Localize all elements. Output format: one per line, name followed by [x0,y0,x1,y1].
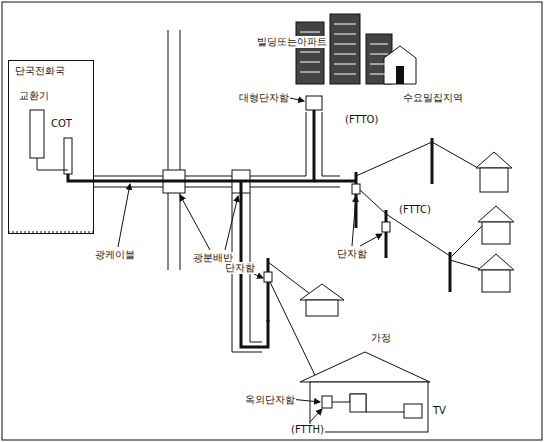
building-label: 빌딩또는아파트 [256,36,328,48]
ftth-label: (FTTH) [290,424,325,436]
office-box: 단국전화국 [8,60,94,234]
switch-label: 교환기 [18,90,50,102]
area-label: 수요밀집지역 [402,92,464,104]
cot-label: COT [50,118,73,130]
cable-label: 광케이블 [94,249,136,261]
outdoor-terminal-label: 옥외단자함 [244,394,296,406]
terminal-label: 대형단자함 [238,92,290,104]
terminal-label: 단자함 [336,248,368,260]
tv-label: TV [432,405,447,417]
ftto-label: (FTTO) [344,114,379,126]
terminal-label: 단자함 [224,262,256,274]
fttc-label: (FTTC) [398,204,432,216]
office-title: 단국전화국 [9,61,93,81]
home-label: 가정 [370,332,392,344]
